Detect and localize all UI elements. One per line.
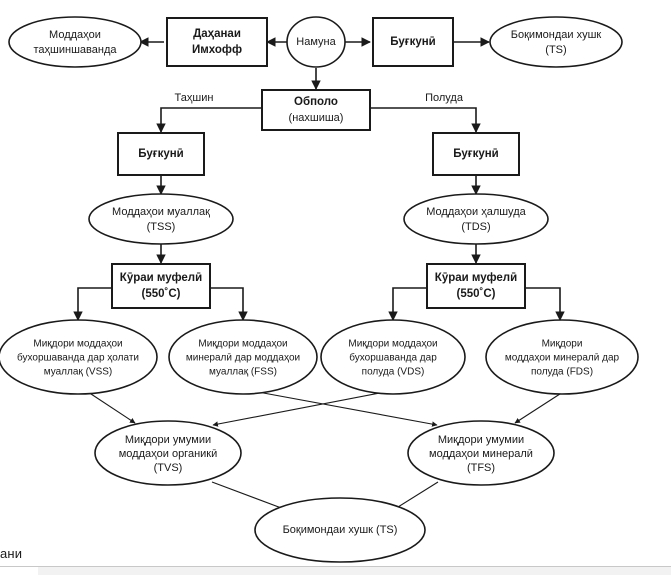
- connector-fds-to-tfs: [514, 391, 564, 424]
- node-evaporation-right[interactable]: Буғкунӣ: [432, 132, 520, 176]
- connector-vds-to-tvs: [212, 391, 386, 427]
- node-settled-solids[interactable]: Моддаҳои таҳшиншаванда: [8, 16, 142, 68]
- svg-text:таҳшиншаванда: таҳшиншаванда: [34, 44, 118, 56]
- node-suspended-solids[interactable]: Моддаҳои муаллақ (TSS): [88, 193, 234, 245]
- svg-text:Буғкунӣ: Буғкунӣ: [453, 148, 498, 160]
- node-dry-residue-top[interactable]: Боқимондаи хушк (TS): [489, 16, 623, 68]
- node-vss[interactable]: Миқдори моддаҳои бухоршаванда дар ҳолати…: [0, 319, 158, 395]
- svg-text:Буғкунӣ: Буғкунӣ: [138, 148, 183, 160]
- node-evaporation-top[interactable]: Буғкунӣ: [372, 17, 454, 67]
- footer-divider: [0, 566, 671, 567]
- svg-text:Кӯраи муфелӣ: Кӯраи муфелӣ: [435, 272, 517, 284]
- edge-label-filtrate: Полуда: [425, 92, 464, 104]
- svg-text:муаллақ (VSS): муаллақ (VSS): [44, 367, 113, 378]
- edge-label-sediment: Таҳшин: [175, 92, 214, 104]
- node-filtration[interactable]: Обполо (нахшиша): [261, 89, 371, 131]
- svg-text:моддаҳои органикӣ: моддаҳои органикӣ: [119, 448, 218, 460]
- node-evaporation-left[interactable]: Буғкунӣ: [117, 132, 205, 176]
- svg-text:Имхофф: Имхофф: [192, 44, 242, 56]
- svg-text:моддаҳои минералӣ: моддаҳои минералӣ: [429, 448, 533, 460]
- svg-text:(550˚С): (550˚С): [142, 288, 181, 300]
- node-muffle-furnace-left[interactable]: Кӯраи муфелӣ (550˚С): [111, 263, 211, 309]
- svg-text:Кӯраи муфелӣ: Кӯраи муфелӣ: [120, 272, 202, 284]
- node-fds[interactable]: Миқдори моддаҳои минералӣ дар полуда (FD…: [485, 319, 639, 395]
- connector-vss-to-tvs: [87, 391, 136, 424]
- svg-text:Моддаҳои муаллақ: Моддаҳои муаллақ: [112, 206, 210, 218]
- svg-text:Миқдори: Миқдори: [542, 339, 583, 350]
- connector-left-furnace-to-vss: [73, 287, 112, 321]
- svg-text:полуда (FDS): полуда (FDS): [531, 367, 593, 378]
- svg-text:(TSS): (TSS): [147, 221, 176, 233]
- footer-band: [38, 567, 671, 575]
- node-fss[interactable]: Миқдори моддаҳои минералӣ дар моддаҳои м…: [168, 319, 318, 395]
- connector-left-furnace-to-fss: [210, 287, 248, 321]
- node-dissolved-solids[interactable]: Моддаҳои ҳалшуда (TDS): [403, 193, 549, 245]
- svg-text:Моддаҳои ҳалшуда: Моддаҳои ҳалшуда: [426, 206, 526, 218]
- svg-text:полуда (VDS): полуда (VDS): [362, 367, 425, 378]
- svg-text:моддаҳои минералӣ дар: моддаҳои минералӣ дар: [505, 353, 620, 364]
- svg-text:Боқимондаи хушк: Боқимондаи хушк: [511, 29, 602, 41]
- svg-text:(TS): (TS): [545, 44, 566, 56]
- svg-text:(нахшиша): (нахшиша): [289, 112, 344, 124]
- svg-text:Миқдори умумии: Миқдори умумии: [438, 434, 524, 446]
- node-imhoff-cone[interactable]: Даҳанаи Имхофф: [166, 17, 268, 67]
- svg-text:Буғкунӣ: Буғкунӣ: [390, 36, 435, 48]
- svg-text:Миқдори моддаҳои: Миқдори моддаҳои: [348, 339, 437, 350]
- svg-text:(TFS): (TFS): [467, 462, 495, 474]
- svg-text:Моддаҳои: Моддаҳои: [49, 29, 101, 41]
- svg-text:муаллақ (FSS): муаллақ (FSS): [209, 367, 277, 378]
- svg-text:Миқдори моддаҳои: Миқдори моддаҳои: [198, 339, 287, 350]
- svg-text:бухоршаванда дар: бухоршаванда дар: [349, 352, 437, 364]
- node-sample[interactable]: Намуна: [286, 16, 346, 68]
- connector-filtration-to-right-evaporation: [370, 107, 481, 133]
- svg-text:(TVS): (TVS): [154, 462, 183, 474]
- svg-text:Миқдори умумии: Миқдори умумии: [125, 434, 211, 446]
- node-tvs[interactable]: Миқдори умумии моддаҳои органикӣ (TVS): [94, 420, 242, 486]
- svg-text:Боқимондаи хушк (TS): Боқимондаи хушк (TS): [283, 524, 398, 536]
- svg-text:(TDS): (TDS): [461, 221, 490, 233]
- svg-text:бухоршаванда дар ҳолати: бухоршаванда дар ҳолати: [17, 352, 139, 364]
- svg-text:Даҳанаи: Даҳанаи: [193, 28, 241, 40]
- node-muffle-furnace-right[interactable]: Кӯраи муфелӣ (550˚С): [426, 263, 526, 309]
- connector-fss-to-tfs: [257, 391, 438, 427]
- node-vds[interactable]: Миқдори моддаҳои бухоршаванда дар полуда…: [320, 319, 466, 395]
- svg-text:Намуна: Намуна: [296, 36, 336, 48]
- node-tfs[interactable]: Миқдори умумии моддаҳои минералӣ (TFS): [407, 420, 555, 486]
- connector-right-furnace-to-fds: [525, 287, 565, 321]
- connector-right-furnace-to-vds: [388, 287, 427, 321]
- node-total-solids[interactable]: Боқимондаи хушк (TS): [254, 497, 426, 563]
- svg-text:(550˚С): (550˚С): [457, 288, 496, 300]
- svg-text:Обполо: Обполо: [294, 96, 338, 108]
- footer-text-fragment: ани: [0, 546, 23, 561]
- connector-filtration-to-left-evaporation: [156, 107, 262, 133]
- svg-text:Миқдори моддаҳои: Миқдори моддаҳои: [33, 339, 122, 350]
- svg-text:минералӣ дар моддаҳои: минералӣ дар моддаҳои: [186, 353, 300, 364]
